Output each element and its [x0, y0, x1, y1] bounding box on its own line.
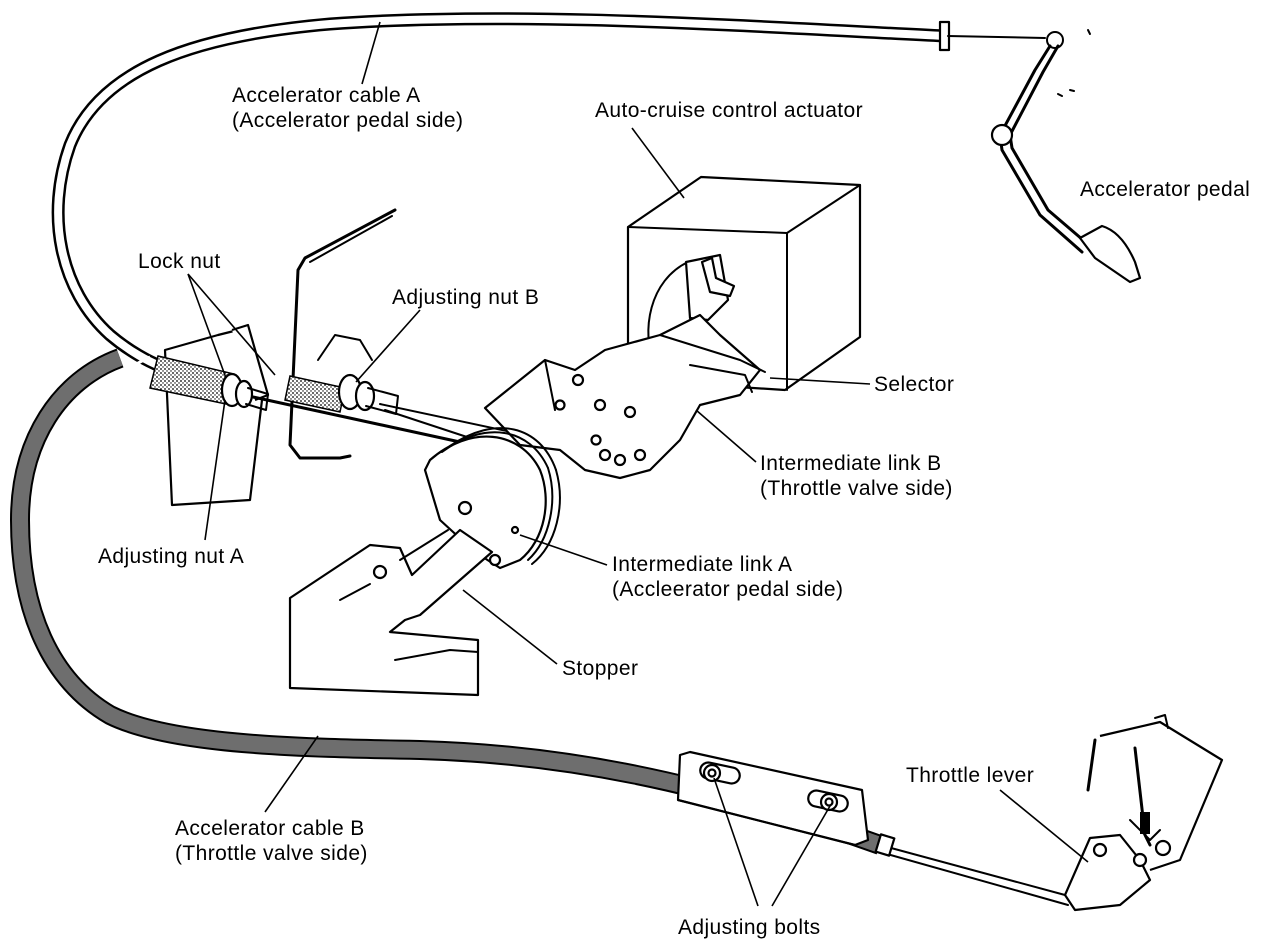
intermediate-link-assembly — [288, 313, 766, 697]
stopper — [288, 528, 494, 697]
label-intermediate-link-b-sub: (Throttle valve side) — [760, 477, 953, 500]
label-adjusting-bolts: Adjusting bolts — [678, 916, 821, 939]
label-accelerator-cable-b: Accelerator cable B — [175, 817, 365, 840]
label-lock-nut: Lock nut — [138, 250, 221, 273]
accelerator-cable-a — [51, 12, 1046, 373]
intermediate-link-b — [483, 313, 766, 480]
accelerator-pedal-assembly — [990, 29, 1142, 284]
cable-adjust-assembly — [149, 334, 531, 444]
label-accelerator-cable-b-sub: (Throttle valve side) — [175, 842, 368, 865]
label-accelerator-cable-a-sub: (Accelerator pedal side) — [232, 109, 463, 132]
leader-lines — [187, 21, 1089, 907]
label-intermediate-link-a: Intermediate link A — [612, 553, 792, 576]
label-accelerator-pedal: Accelerator pedal — [1080, 178, 1250, 201]
label-selector: Selector — [874, 373, 954, 396]
intermediate-link-a — [423, 427, 561, 570]
adjusting-nut-b — [317, 334, 399, 415]
adjusting-bolt-bracket — [676, 750, 870, 847]
label-auto-cruise-actuator: Auto-cruise control actuator — [595, 99, 863, 122]
throttle-lever-assembly — [1063, 714, 1224, 912]
adjusting-bolt — [807, 789, 849, 813]
label-accelerator-cable-a: Accelerator cable A — [232, 84, 421, 107]
label-adjusting-nut-a: Adjusting nut A — [98, 545, 244, 568]
accelerator-cable-b — [9, 348, 1069, 906]
callout-labels: Accelerator cable A (Accelerator pedal s… — [98, 84, 1250, 939]
label-throttle-lever: Throttle lever — [906, 764, 1034, 787]
adjusting-bolt — [699, 761, 741, 785]
label-intermediate-link-a-sub: (Accleerator pedal side) — [612, 578, 843, 601]
adjusting-nut-a — [220, 372, 269, 411]
label-adjusting-nut-b: Adjusting nut B — [392, 286, 539, 309]
label-stopper: Stopper — [562, 657, 638, 680]
label-intermediate-link-b: Intermediate link B — [760, 452, 942, 475]
